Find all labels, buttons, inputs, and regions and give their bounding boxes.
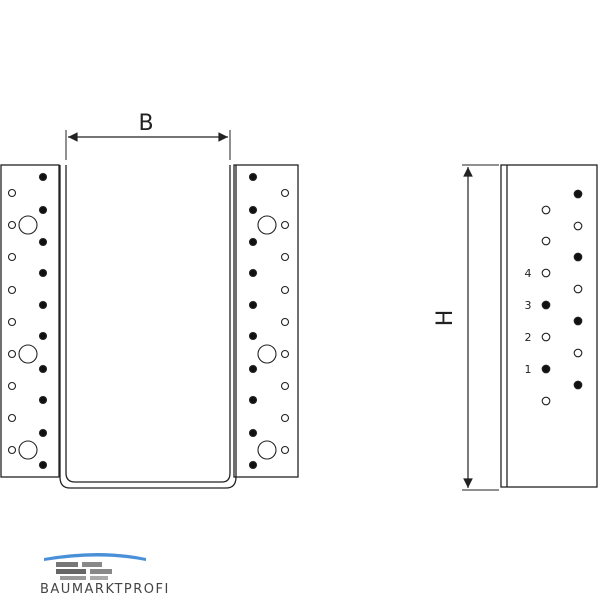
- nail-hole-filled: [248, 300, 258, 310]
- nail-hole-open: [7, 445, 17, 455]
- bolt-hole: [18, 440, 38, 460]
- bolt-hole: [18, 215, 38, 235]
- nail-hole-filled: [38, 395, 48, 405]
- nail-hole-filled: [38, 331, 48, 341]
- hole-number-3: 3: [525, 299, 532, 312]
- u-channel-inner: [65, 165, 231, 483]
- nail-hole-filled: [248, 395, 258, 405]
- nail-hole-open: [7, 220, 17, 230]
- nail-hole-open: [7, 317, 17, 327]
- hole-number-labels: 4 3 2 1: [525, 267, 532, 376]
- nail-hole-open: [7, 252, 17, 262]
- bolt-hole: [257, 215, 277, 235]
- front-holes: [7, 172, 290, 470]
- brand-logo-roof-icon: [44, 553, 146, 580]
- nail-hole-open: [280, 413, 290, 423]
- nail-hole-open: [7, 349, 17, 359]
- nail-hole-filled: [248, 237, 258, 247]
- nail-hole-open: [280, 220, 290, 230]
- side-view: [500, 164, 598, 488]
- nail-hole-filled: [573, 380, 583, 390]
- dimension-b-label: B: [138, 111, 153, 136]
- nail-hole-filled: [38, 300, 48, 310]
- nail-hole-filled: [248, 331, 258, 341]
- nail-hole-open: [573, 348, 583, 358]
- nail-hole-open: [280, 317, 290, 327]
- nail-hole-open: [541, 268, 551, 278]
- nail-hole-open: [280, 381, 290, 391]
- nail-hole-filled: [248, 172, 258, 182]
- dimension-h: H: [433, 164, 499, 491]
- side-holes: [541, 189, 583, 406]
- nail-hole-filled: [248, 268, 258, 278]
- nail-hole-filled: [38, 268, 48, 278]
- nail-hole-filled: [248, 428, 258, 438]
- nail-hole-open: [280, 188, 290, 198]
- nail-hole-open: [280, 349, 290, 359]
- hole-number-1: 1: [525, 363, 532, 376]
- dimension-h-label: H: [433, 310, 458, 327]
- nail-hole-open: [541, 396, 551, 406]
- nail-hole-open: [280, 285, 290, 295]
- brand-logo: BAUMARKTPROFI: [40, 548, 170, 600]
- nail-hole-filled: [541, 300, 551, 310]
- nail-hole-open: [573, 284, 583, 294]
- nail-hole-filled: [38, 237, 48, 247]
- nail-hole-filled: [248, 205, 258, 215]
- left-flange: [0, 164, 60, 478]
- nail-hole-open: [541, 205, 551, 215]
- nail-hole-filled: [38, 460, 48, 470]
- nail-hole-open: [541, 332, 551, 342]
- nail-hole-open: [7, 381, 17, 391]
- nail-hole-filled: [38, 172, 48, 182]
- side-plate: [500, 164, 598, 488]
- bolt-hole: [18, 344, 38, 364]
- nail-hole-open: [541, 236, 551, 246]
- nail-hole-filled: [38, 364, 48, 374]
- brand-name: BAUMARKTPROFI: [40, 582, 170, 597]
- u-channel-outer: [59, 165, 237, 489]
- nail-hole-open: [7, 188, 17, 198]
- hole-number-2: 2: [525, 331, 532, 344]
- nail-hole-open: [280, 445, 290, 455]
- front-view: [0, 164, 299, 489]
- nail-hole-open: [7, 285, 17, 295]
- nail-hole-filled: [248, 364, 258, 374]
- nail-hole-filled: [38, 205, 48, 215]
- nail-hole-filled: [573, 189, 583, 199]
- nail-hole-open: [280, 252, 290, 262]
- bolt-hole: [257, 440, 277, 460]
- nail-hole-filled: [573, 316, 583, 326]
- nail-hole-open: [573, 221, 583, 231]
- hole-number-4: 4: [525, 267, 532, 280]
- nail-hole-filled: [573, 252, 583, 262]
- nail-hole-open: [7, 413, 17, 423]
- nail-hole-filled: [541, 364, 551, 374]
- nail-hole-filled: [248, 460, 258, 470]
- bolt-hole: [257, 344, 277, 364]
- right-flange: [233, 164, 299, 478]
- nail-hole-filled: [38, 428, 48, 438]
- dimension-b: B: [65, 111, 231, 160]
